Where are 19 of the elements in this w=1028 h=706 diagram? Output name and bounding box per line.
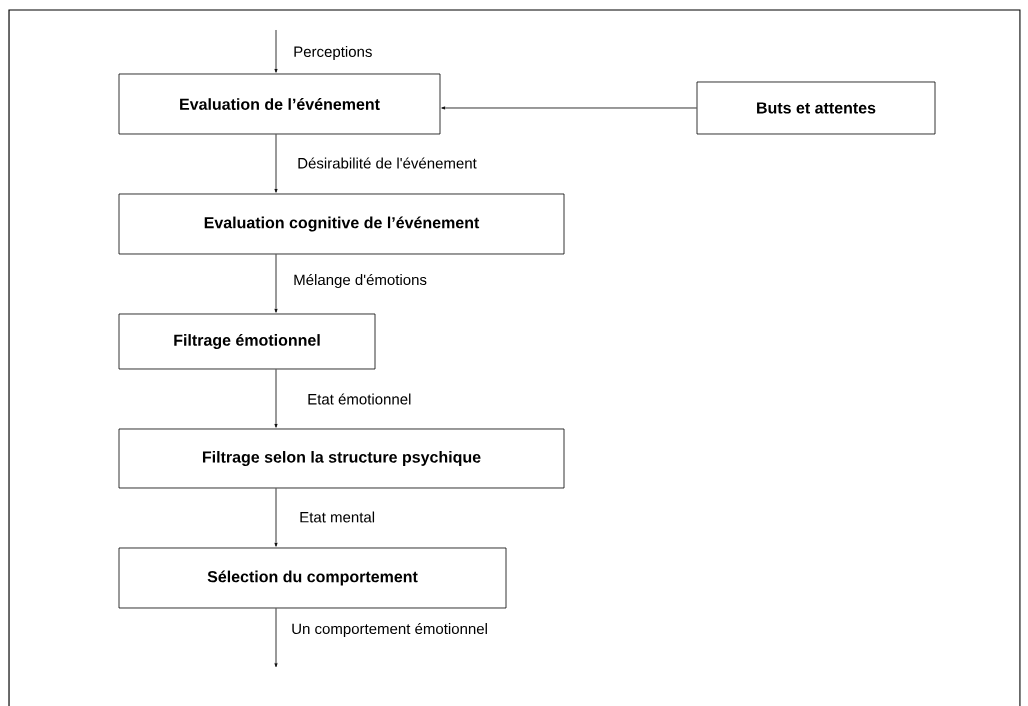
process-box: Sélection du comportement — [118, 547, 507, 609]
arrow — [441, 106, 697, 110]
edge-label: Désirabilité de l'événement — [296, 156, 478, 170]
arrow — [274, 608, 278, 668]
process-box: Buts et attentes — [696, 81, 936, 135]
process-box: Evaluation de l’événement — [118, 73, 441, 135]
edge-label: Perceptions — [292, 45, 374, 61]
process-box: Filtrage selon la structure psychique — [118, 428, 565, 489]
process-box: Filtrage émotionnel — [118, 313, 376, 370]
arrow — [274, 488, 278, 547]
process-box: Evaluation cognitive de l’événement — [118, 193, 565, 255]
arrow — [274, 29, 278, 73]
edge-label: Etat émotionnel — [306, 392, 413, 406]
edge-label: Etat mental — [298, 510, 377, 524]
edge-label: Un comportement émotionnel — [290, 621, 489, 639]
arrow — [274, 254, 278, 313]
arrow — [274, 134, 278, 193]
arrow — [274, 369, 278, 428]
edge-label: Mélange d'émotions — [292, 272, 428, 290]
